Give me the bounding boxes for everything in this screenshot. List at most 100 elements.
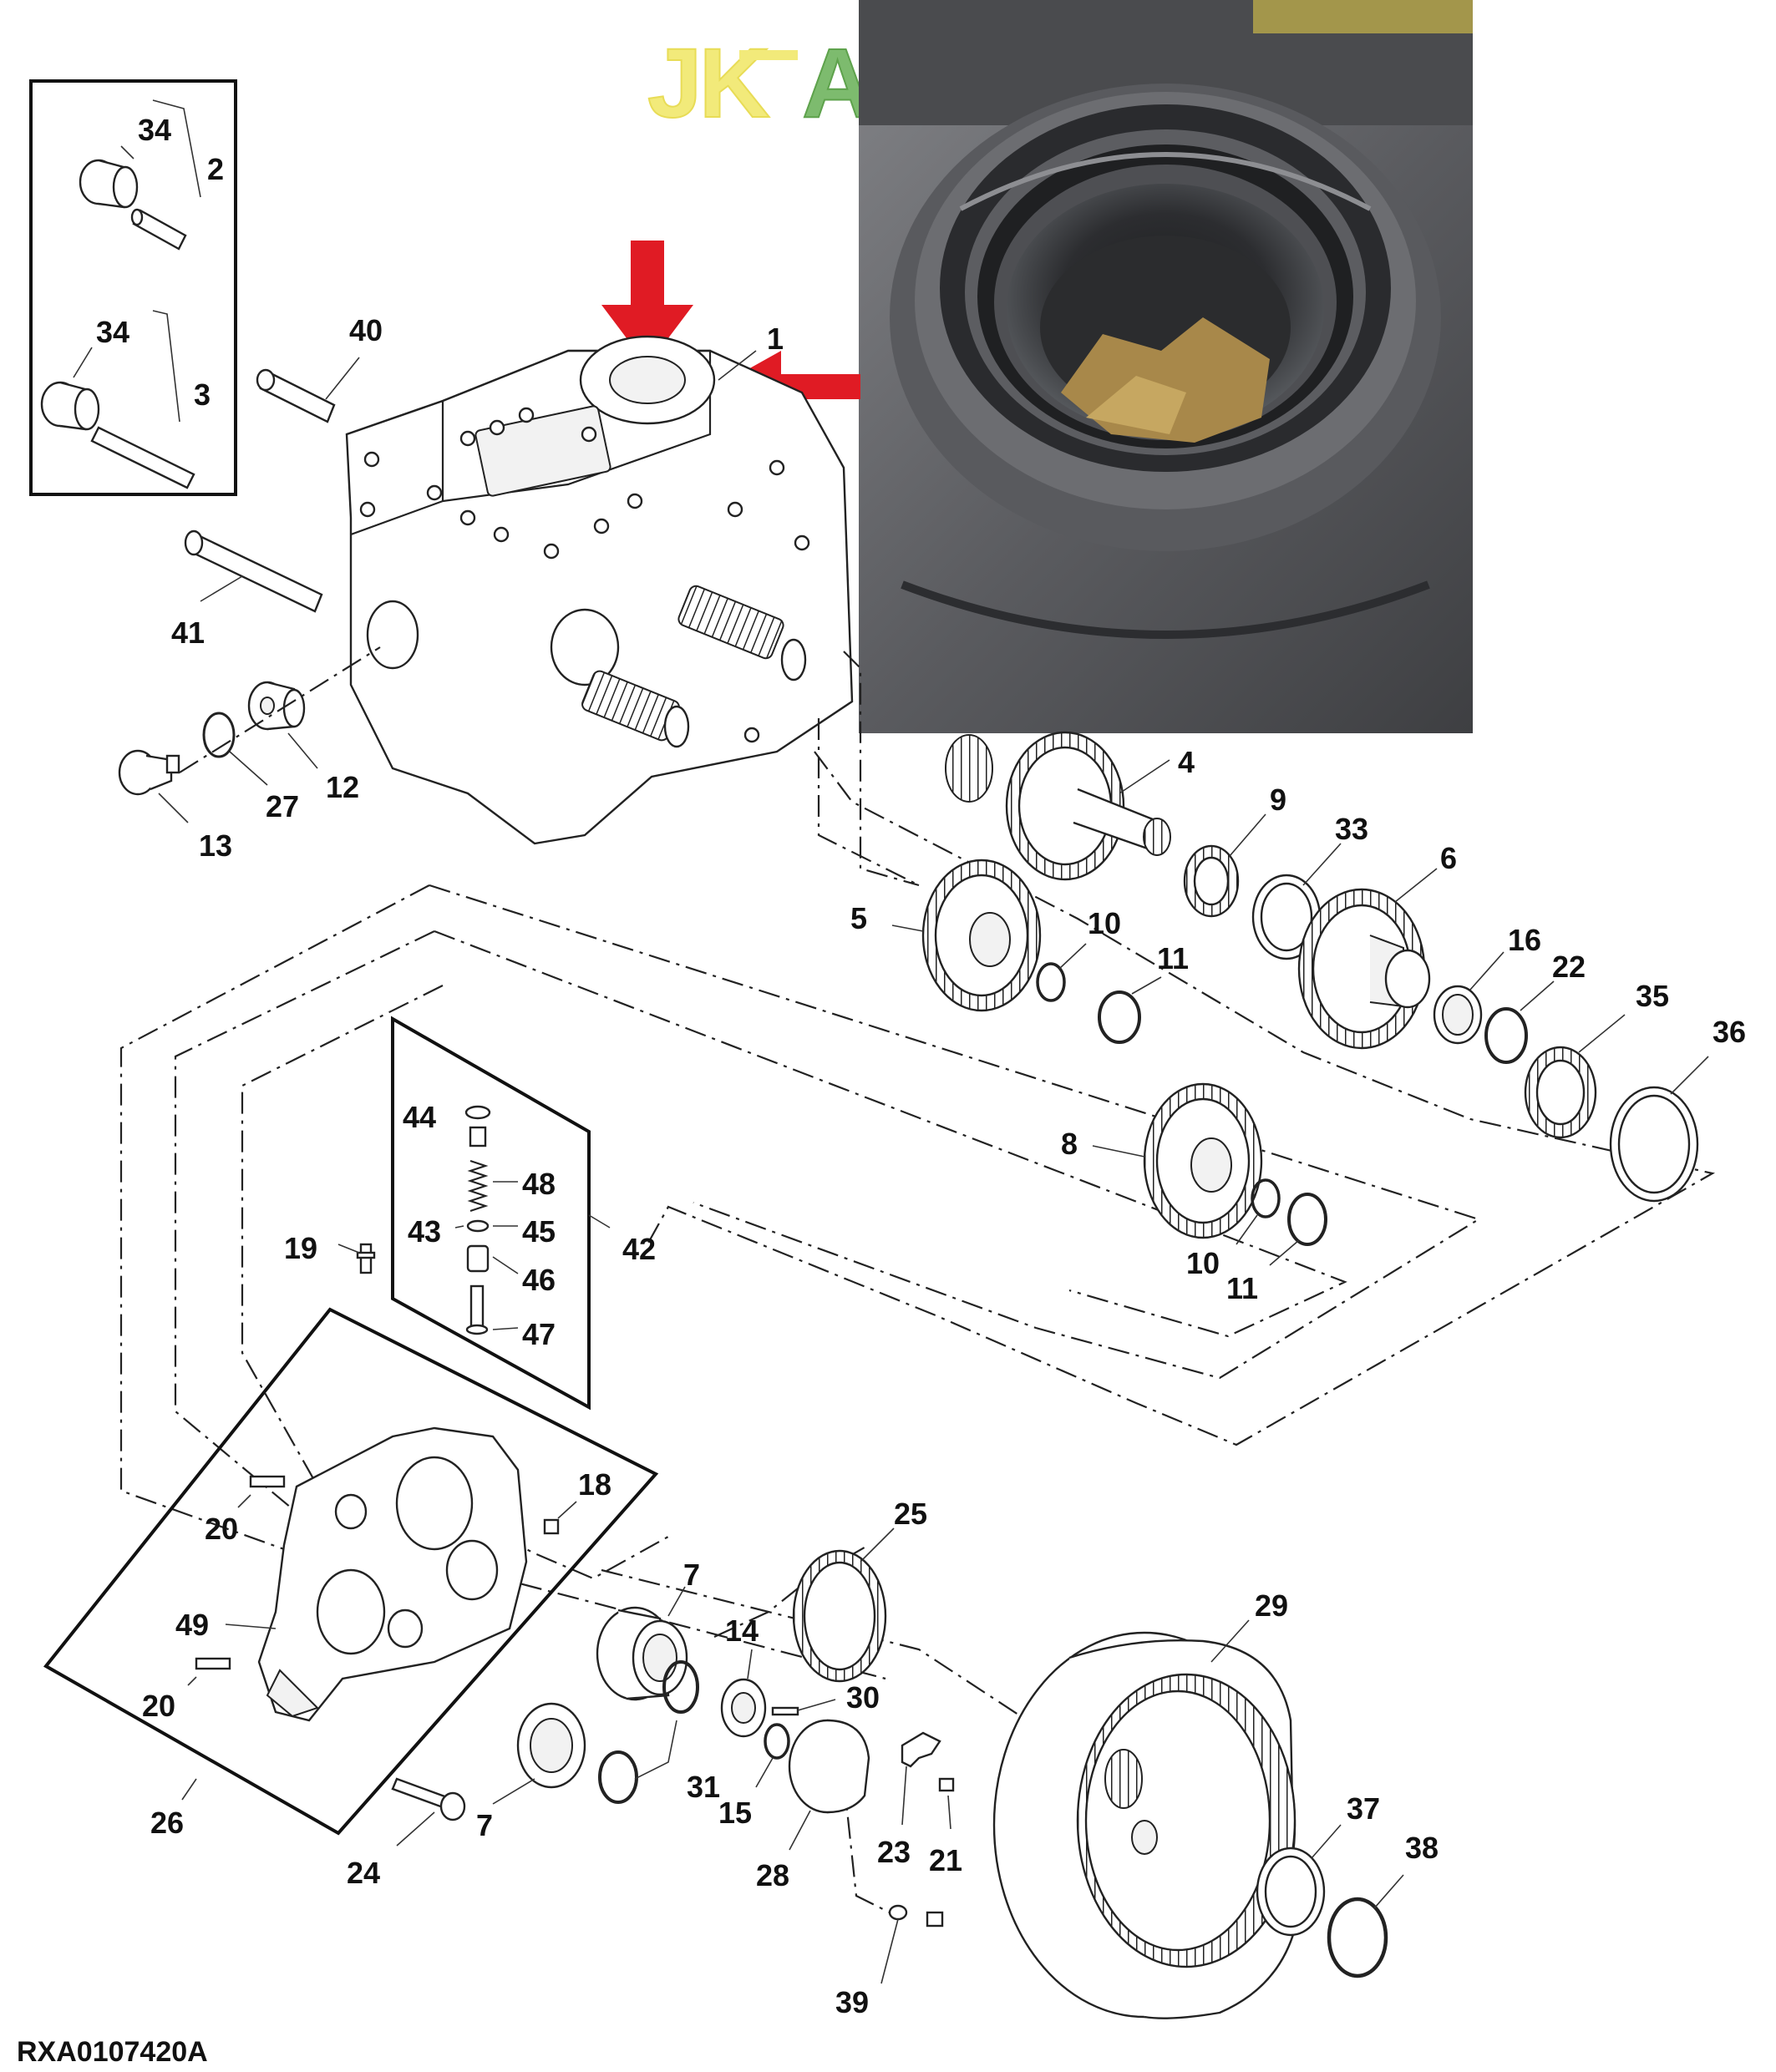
housing-port-mid (550, 608, 620, 686)
housing-top-bore (609, 356, 686, 404)
leader-3 (152, 310, 180, 423)
label-15: 15 (718, 1796, 752, 1830)
label-9: 9 (1270, 783, 1286, 817)
bolt-39 (880, 1904, 944, 1984)
label-37: 37 (1347, 1791, 1380, 1826)
label-1: 1 (767, 322, 784, 356)
label-33: 33 (1335, 812, 1368, 846)
main-housing (345, 335, 854, 845)
photo-label-strip (1253, 0, 1473, 33)
label-48: 48 (522, 1167, 556, 1201)
label-4: 4 (1178, 745, 1195, 779)
snapring-31 (598, 1660, 699, 1804)
plate-assembly-frame (43, 1307, 659, 1836)
label-36: 36 (1713, 1015, 1746, 1049)
plug-top (469, 1126, 487, 1147)
bracket-23 (901, 1731, 941, 1826)
snapring-38 (1327, 1874, 1404, 1978)
logo-text-jk: JK (647, 28, 770, 139)
label-10-upper: 10 (1088, 906, 1121, 940)
snapring-15 (755, 1723, 790, 1788)
leader-1 (718, 350, 757, 381)
bushing-34-lower (40, 381, 100, 431)
housing-shaft-lower (581, 670, 690, 748)
pin-30 (771, 1699, 836, 1716)
housing-highlight (959, 152, 1372, 211)
label-46: 46 (522, 1263, 556, 1297)
pin-inset-frame (29, 79, 237, 496)
valve-kit-frame (391, 1016, 591, 1411)
label-24: 24 (347, 1856, 380, 1890)
label-16: 16 (1508, 923, 1541, 957)
label-12: 12 (326, 770, 359, 804)
fitting-19 (337, 1243, 376, 1274)
housing-bolts (359, 407, 810, 743)
snapring-10-lower (1236, 1178, 1281, 1245)
valve-kit (391, 1016, 611, 1411)
label-34-lower: 34 (96, 315, 129, 349)
label-49: 49 (175, 1608, 209, 1642)
pin-47 (469, 1284, 485, 1330)
plug-13 (118, 749, 189, 823)
label-34-upper: 34 (138, 113, 171, 147)
snapring-11-lower (1269, 1193, 1327, 1266)
label-18: 18 (578, 1467, 611, 1502)
label-40: 40 (349, 313, 383, 347)
photo-inset (859, 0, 1473, 733)
gear-6 (1297, 868, 1438, 1050)
label-28: 28 (756, 1858, 789, 1892)
label-44: 44 (403, 1100, 436, 1134)
bearing-7-upper (596, 1586, 688, 1701)
label-23: 23 (877, 1835, 911, 1869)
label-43: 43 (408, 1214, 441, 1249)
bearing-16 (1433, 951, 1505, 1045)
pin-40 (256, 357, 360, 423)
label-31: 31 (687, 1770, 720, 1804)
leader-34a (120, 145, 134, 160)
plate-25 (792, 1527, 895, 1683)
housing-cover-plate (474, 405, 611, 497)
label-10-lower: 10 (1186, 1246, 1220, 1280)
figure-id: RXA0107420A (17, 2036, 208, 2068)
label-5: 5 (850, 901, 867, 935)
pin-20-lower (187, 1657, 231, 1686)
plug-18 (543, 1501, 577, 1535)
bearing-9 (1183, 813, 1266, 918)
debris-highlight (1086, 376, 1186, 434)
label-3: 3 (194, 377, 211, 412)
label-20-lower: 20 (142, 1689, 175, 1723)
bearing-7-lower (492, 1702, 586, 1805)
pin-inset (29, 79, 237, 496)
label-27: 27 (266, 789, 299, 823)
label-26: 26 (150, 1806, 184, 1840)
plug-12 (247, 681, 318, 769)
leader-2 (152, 99, 201, 198)
label-11-upper: 11 (1157, 941, 1189, 975)
snapring-11-upper (1098, 976, 1162, 1044)
gear-5 (891, 859, 1042, 1012)
label-7-upper: 7 (683, 1558, 700, 1592)
logo-dash (739, 50, 798, 60)
label-41: 41 (171, 616, 205, 650)
leader-34b (73, 347, 93, 378)
spring-48 (467, 1159, 489, 1213)
housing-port-left (366, 600, 419, 670)
spool-46 (466, 1244, 490, 1273)
label-11-lower: 11 (1226, 1271, 1258, 1305)
housing-left-face (346, 399, 444, 536)
label-29: 29 (1255, 1588, 1288, 1623)
housing-shaft-upper (677, 585, 807, 681)
label-42: 42 (622, 1232, 656, 1266)
label-30: 30 (846, 1680, 880, 1715)
label-19: 19 (284, 1231, 317, 1265)
label-6: 6 (1440, 841, 1457, 875)
bolt-21 (938, 1777, 955, 1830)
pin-41 (184, 529, 323, 613)
label-20-upper: 20 (205, 1512, 238, 1546)
snapring-22 (1484, 980, 1555, 1064)
pin-20-upper (237, 1475, 286, 1508)
label-25: 25 (894, 1497, 927, 1531)
snapring-10-upper (1036, 943, 1087, 1002)
label-39: 39 (835, 1985, 869, 2019)
